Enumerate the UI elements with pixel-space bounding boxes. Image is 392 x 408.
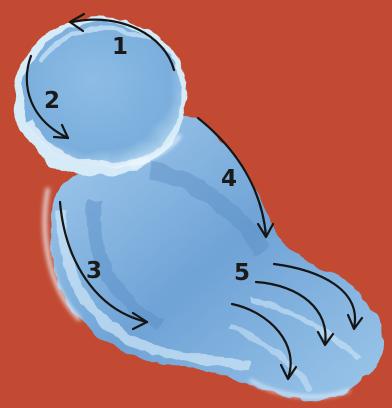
step-3-label: 3: [86, 258, 102, 284]
step-1-label: 1: [112, 34, 128, 60]
step-4-label: 4: [221, 166, 237, 192]
step-5-label: 5: [234, 260, 250, 286]
step-2-label: 2: [44, 88, 60, 114]
